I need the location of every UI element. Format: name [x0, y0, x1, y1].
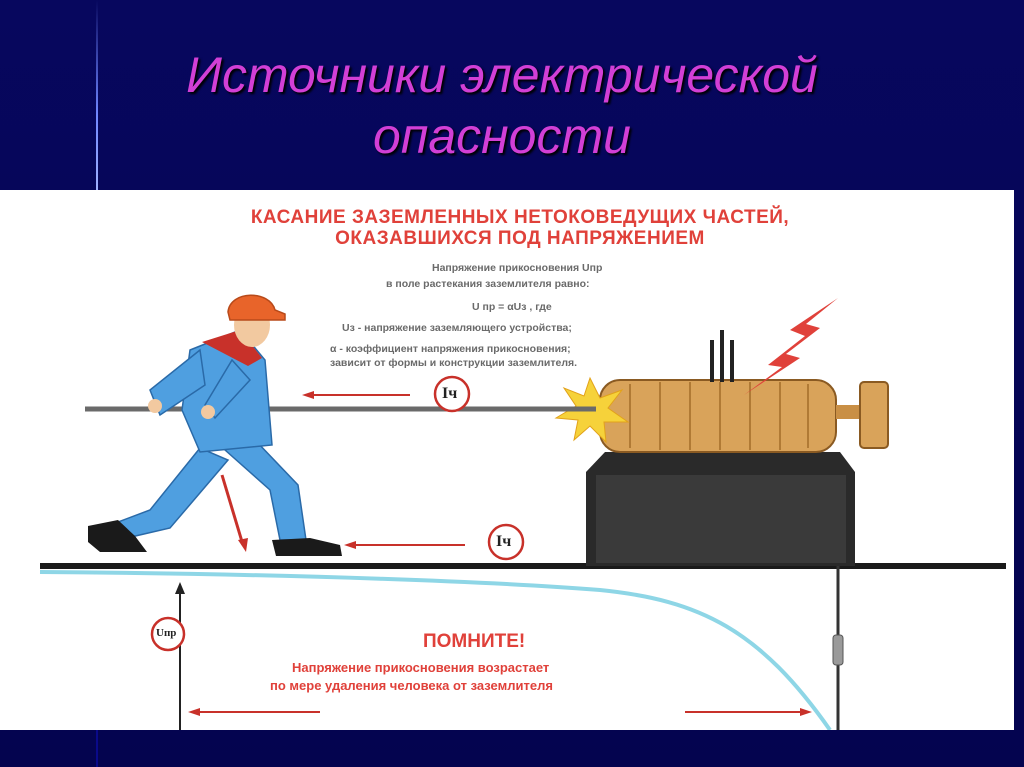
accent-line-bottom	[96, 730, 98, 767]
poster-heading-line-2: ОКАЗАВШИХСЯ ПОД НАПРЯЖЕНИЕМ	[335, 228, 705, 249]
remember-line-2: по мере удаления человека от заземлителя	[270, 678, 553, 693]
motor-pulley	[859, 381, 889, 449]
formula-line: Uз - напряжение заземляющего устройства;	[342, 322, 572, 334]
poster-heading-line-1: КАСАНИЕ ЗАЗЕМЛЕННЫХ НЕТОКОВЕДУЩИХ ЧАСТЕЙ…	[250, 207, 790, 228]
voltage-label: Uпр	[156, 627, 177, 639]
voltage-arrow-head	[175, 582, 185, 594]
remember-line-1: Напряжение прикосновения возрастает	[292, 660, 550, 675]
poster-illustration	[39, 294, 1006, 730]
touch-voltage-curve	[39, 570, 832, 730]
formula-line: в поле растекания заземлителя равно:	[386, 278, 590, 290]
formula-line: α - коэффициент напряжения прикосновения…	[330, 343, 571, 355]
current-label-top: Iч	[442, 385, 458, 402]
safety-poster: КАСАНИЕ ЗАЗЕМЛЕННЫХ НЕТОКОВЕДУЩИХ ЧАСТЕЙ…	[0, 190, 1014, 730]
remember-heading: ПОМНИТЕ!	[423, 631, 526, 652]
current-label-circle-top	[433, 375, 471, 413]
accent-line-top	[96, 0, 98, 190]
current-arrow-leg	[220, 474, 245, 546]
current-label-bottom: Iч	[496, 533, 512, 550]
formula-line: Напряжение прикосновения Uпр	[432, 262, 603, 274]
worker-figure	[88, 294, 342, 556]
motor-body	[599, 379, 837, 453]
slide-title-line-1: Источники электрической	[186, 47, 818, 103]
slide-title-line-2: опасности	[373, 108, 631, 164]
grounding-electrode	[832, 634, 844, 666]
voltage-label-circle	[150, 616, 186, 652]
formula-line: зависит от формы и конструкции заземлите…	[330, 357, 578, 369]
ground-line	[40, 563, 1006, 569]
current-label-circle-bottom	[487, 523, 525, 561]
formula-line: U пр = αUз , где	[472, 301, 552, 313]
